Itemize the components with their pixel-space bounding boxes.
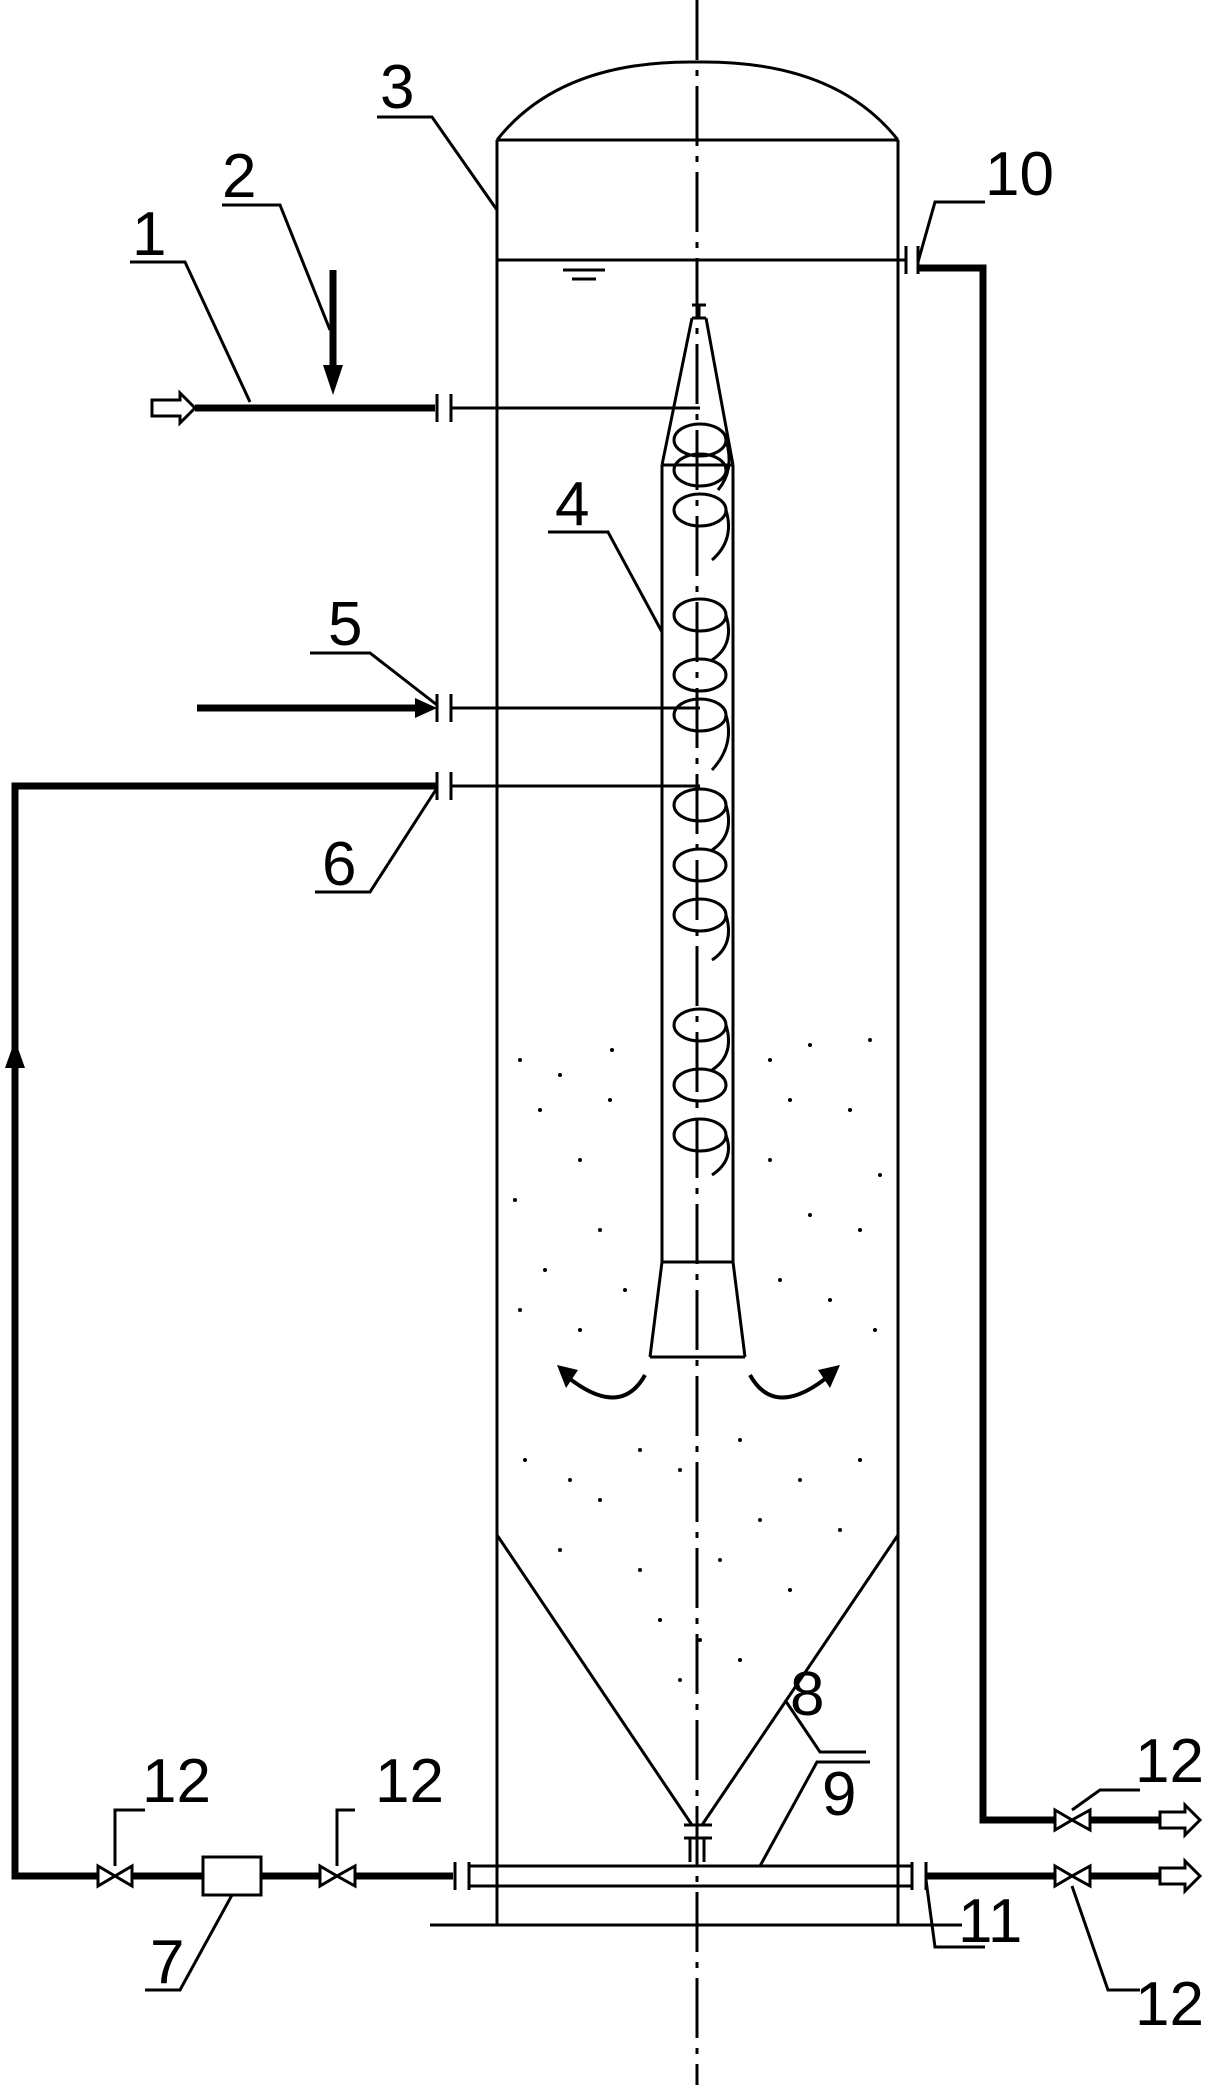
overflow-outlet-10 (898, 246, 1203, 1839)
cone-wall-left (495, 1534, 694, 1826)
valve-recirc-1 (96, 1863, 134, 1889)
label-2: 2 (222, 142, 256, 211)
label-11: 11 (958, 1887, 1022, 1956)
liquid-level (497, 258, 898, 281)
helical-coils (672, 422, 731, 1177)
label-12-overflow: 12 (1135, 1727, 1204, 1796)
suspended-particles (513, 1038, 882, 1682)
bottom-outlet-11 (926, 1857, 1203, 1895)
label-12-recirc-2: 12 (375, 1747, 444, 1816)
leader-lines (113, 115, 1140, 1992)
label-7: 7 (150, 1928, 184, 1997)
pump (201, 1855, 263, 1897)
flow-arrow-right (748, 1373, 832, 1400)
label-12-recirc-1: 12 (142, 1747, 211, 1816)
reactor-vessel (430, 60, 962, 1927)
label-3: 3 (380, 53, 414, 122)
valve-recirc-2 (318, 1863, 357, 1889)
inlet-pipe-5 (197, 694, 700, 722)
label-8: 8 (790, 1660, 824, 1729)
label-6: 6 (322, 830, 356, 899)
draft-tube (557, 303, 840, 1400)
label-10: 10 (985, 140, 1054, 209)
label-5: 5 (328, 590, 362, 659)
label-12-bottom: 12 (1135, 1970, 1204, 2039)
recirculation-line (5, 772, 700, 1890)
flow-arrow-left (563, 1373, 647, 1400)
label-1: 1 (132, 200, 166, 269)
label-4: 4 (555, 470, 589, 539)
inlet-pipe-1 (150, 389, 700, 427)
cone-wall-right (700, 1534, 900, 1826)
dosing-inlet-2 (323, 270, 343, 395)
label-9: 9 (822, 1760, 856, 1829)
